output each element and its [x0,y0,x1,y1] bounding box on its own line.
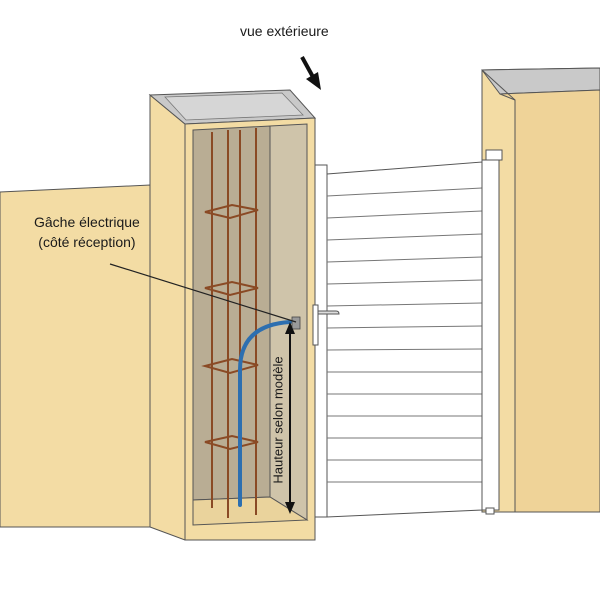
gate-handle [312,304,340,346]
strike-label-line1: Gâche électrique [34,214,140,230]
gate-post-right [481,149,503,515]
right-pillar [481,67,600,513]
height-dimension-arrow [285,322,295,514]
height-label: Hauteur selon modèle [270,356,285,483]
electric-cable [238,320,292,507]
strike-label-line2: (côté réception) [38,234,136,250]
electric-strike [291,316,301,330]
strike-leader-line [109,263,297,323]
gate-leaf [326,161,483,518]
arrow-down-right-icon [300,56,321,90]
rebar-cage [201,128,259,518]
strike-label: Gâche électrique (côté réception) [34,212,140,252]
view-label: vue extérieure [240,23,329,39]
